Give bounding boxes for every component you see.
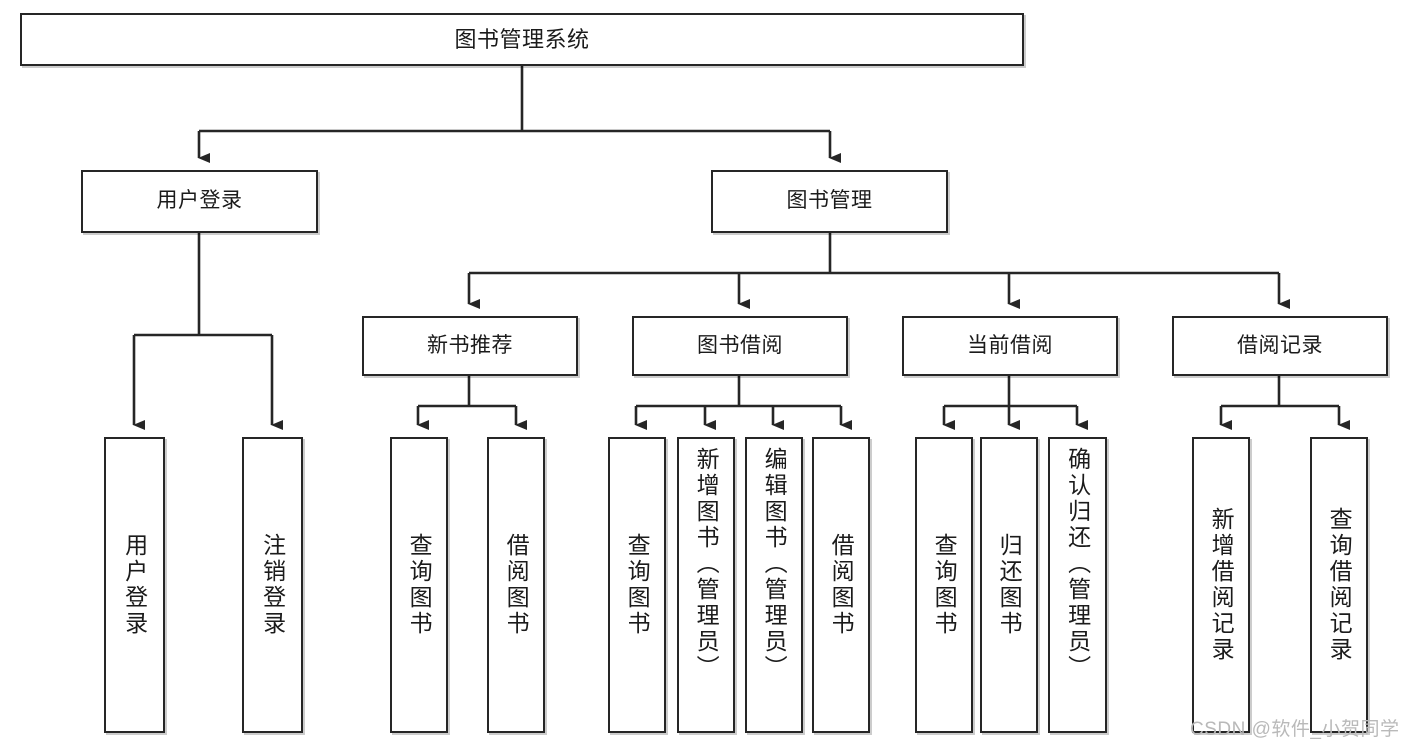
leaf-add-borrow-record[interactable]: 新增借阅记录 (1192, 437, 1250, 733)
node-label: 借阅图书 (503, 533, 530, 637)
node-label: 图书管理 (786, 189, 873, 213)
leaf-query-borrow-record[interactable]: 查询借阅记录 (1310, 437, 1368, 733)
node-label: 查询图书 (624, 533, 651, 637)
node-label: 查询图书 (931, 533, 958, 637)
node-new-book-recommend[interactable]: 新书推荐 (362, 316, 578, 376)
leaf-user-login[interactable]: 用户登录 (104, 437, 165, 733)
leaf-borrow-book[interactable]: 借阅图书 (812, 437, 870, 733)
node-borrow-records[interactable]: 借阅记录 (1172, 316, 1388, 376)
leaf-add-book-admin[interactable]: 新增图书（管理员） (677, 437, 735, 733)
node-label: 编辑图书（管理员） (761, 447, 788, 681)
leaf-query-book-current[interactable]: 查询图书 (915, 437, 973, 733)
node-label: 当前借阅 (967, 333, 1053, 357)
leaf-return-book[interactable]: 归还图书 (980, 437, 1038, 733)
node-label: 图书借阅 (697, 333, 783, 357)
node-label: 新书推荐 (427, 333, 513, 357)
leaf-borrow-book-recommend[interactable]: 借阅图书 (487, 437, 545, 733)
node-label: 查询图书 (406, 533, 433, 637)
leaf-query-book-borrow[interactable]: 查询图书 (608, 437, 666, 733)
node-label: 查询借阅记录 (1326, 507, 1353, 663)
node-user-login[interactable]: 用户登录 (81, 170, 318, 233)
csdn-watermark: CSDN @软件_小贺同学 (1190, 719, 1400, 740)
node-book-management[interactable]: 图书管理 (711, 170, 948, 233)
leaf-confirm-return-admin[interactable]: 确认归还（管理员） (1048, 437, 1107, 733)
leaf-logout-login[interactable]: 注销登录 (242, 437, 303, 733)
node-label: 图书管理系统 (454, 26, 590, 52)
node-label: 用户登录 (121, 533, 148, 637)
node-label: 确认归还（管理员） (1064, 447, 1091, 681)
node-label: 借阅记录 (1237, 333, 1323, 357)
node-label: 用户登录 (156, 189, 243, 213)
node-root-book-management-system[interactable]: 图书管理系统 (20, 13, 1024, 66)
leaf-edit-book-admin[interactable]: 编辑图书（管理员） (745, 437, 803, 733)
node-label: 新增图书（管理员） (693, 447, 720, 681)
node-label: 新增借阅记录 (1208, 507, 1235, 663)
node-label: 注销登录 (259, 533, 286, 637)
node-label: 借阅图书 (828, 533, 855, 637)
node-book-borrow[interactable]: 图书借阅 (632, 316, 848, 376)
leaf-query-book-recommend[interactable]: 查询图书 (390, 437, 448, 733)
node-current-borrow[interactable]: 当前借阅 (902, 316, 1118, 376)
node-label: 归还图书 (996, 533, 1023, 637)
